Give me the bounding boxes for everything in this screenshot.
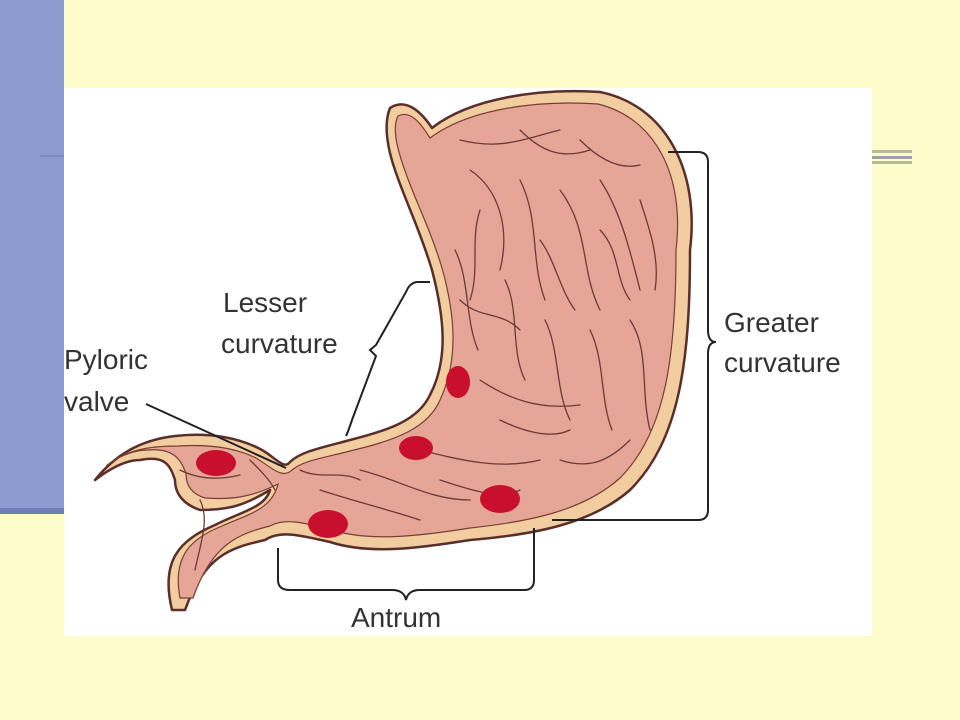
pyloric-valve-leader bbox=[145, 403, 287, 469]
ulcer-spot bbox=[446, 366, 470, 398]
ulcer-spot bbox=[196, 450, 236, 476]
ulcer-spot bbox=[399, 436, 433, 460]
antrum-label: Antrum bbox=[351, 602, 442, 633]
lesser-curvature-label-line1: Lesser bbox=[223, 287, 308, 318]
stomach-illustration bbox=[93, 89, 717, 612]
greater-curvature-label-line1: Greater bbox=[724, 307, 819, 338]
ulcer-spot bbox=[308, 510, 348, 538]
pyloric-valve-label-line1: Pyloric bbox=[64, 344, 149, 375]
slide-side-bar-shadow bbox=[0, 508, 64, 514]
slide-title-rule-right bbox=[872, 150, 912, 164]
ulcer-spot bbox=[480, 485, 520, 513]
antrum-bracket bbox=[277, 528, 535, 601]
lesser-curvature-bracket bbox=[345, 281, 430, 437]
ulcer-spots bbox=[196, 366, 520, 538]
slide-side-bar bbox=[0, 0, 64, 512]
greater-curvature-bracket bbox=[552, 151, 717, 521]
stomach-diagram bbox=[64, 88, 872, 636]
lesser-curvature-label-line2: curvature bbox=[221, 328, 338, 359]
pyloric-valve-label-line2: valve bbox=[64, 386, 130, 417]
slide-title-rule-left bbox=[40, 155, 65, 157]
stomach-mucosa bbox=[105, 102, 679, 599]
greater-curvature-label-line2: curvature bbox=[724, 347, 841, 378]
